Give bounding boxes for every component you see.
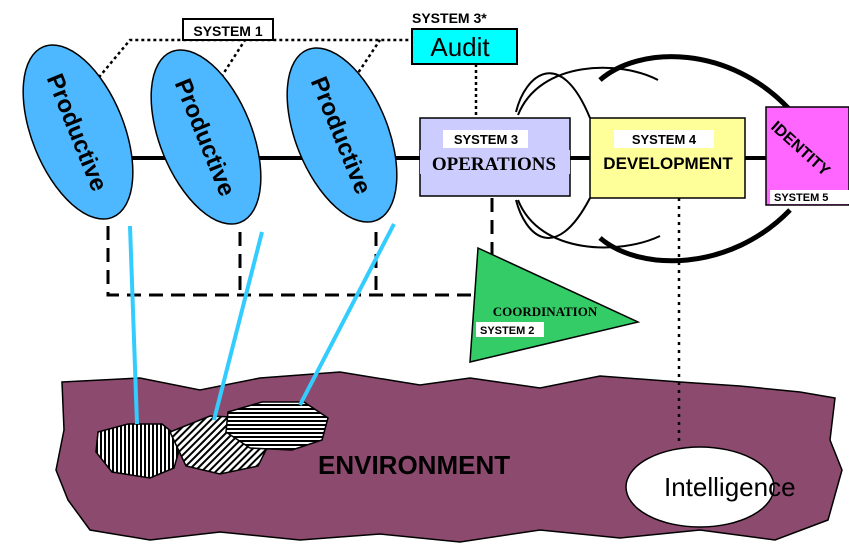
homeostat-loop-inner <box>515 72 591 239</box>
system2-label-bg <box>476 322 544 337</box>
system4-title: DEVELOPMENT <box>603 154 733 173</box>
intelligence-ellipse <box>625 446 775 528</box>
audit-label: Audit <box>430 32 490 62</box>
system4-label: SYSTEM 4 <box>632 132 697 147</box>
system5-label: SYSTEM 5 <box>774 192 828 204</box>
audit-dotted-lines <box>94 38 478 118</box>
environment-connectors <box>128 223 396 425</box>
system2-label: SYSTEM 2 <box>480 325 534 337</box>
local-environment-3 <box>225 401 329 451</box>
system5-label-bg <box>770 190 849 204</box>
system1-label-box <box>182 18 274 41</box>
local-environment-1 <box>95 423 183 479</box>
system5-box <box>765 106 849 206</box>
coordination-title: COORDINATION <box>493 304 598 319</box>
system4-5-loop <box>598 54 792 264</box>
system3-title-bg <box>420 150 570 174</box>
system3-title: OPERATIONS <box>432 154 556 175</box>
homeostat-loop-arc <box>517 66 661 249</box>
system4-label-bg <box>614 130 714 148</box>
productive-unit-1: Productive <box>22 44 134 220</box>
system3star-label: SYSTEM 3* <box>412 10 487 26</box>
productive-unit-3: Productive <box>286 47 398 223</box>
system3-label: SYSTEM 3 <box>454 132 518 147</box>
audit-box <box>411 28 518 65</box>
intelligence-label: Intelligence <box>664 472 796 502</box>
system4-title-bg <box>591 150 744 174</box>
coordination-dashed-loop <box>106 198 494 297</box>
system1-label: SYSTEM 1 <box>193 23 262 39</box>
productive-unit-2: Productive <box>150 49 262 225</box>
environment-label: ENVIRONMENT <box>318 450 510 480</box>
system3-label-bg <box>443 130 528 148</box>
